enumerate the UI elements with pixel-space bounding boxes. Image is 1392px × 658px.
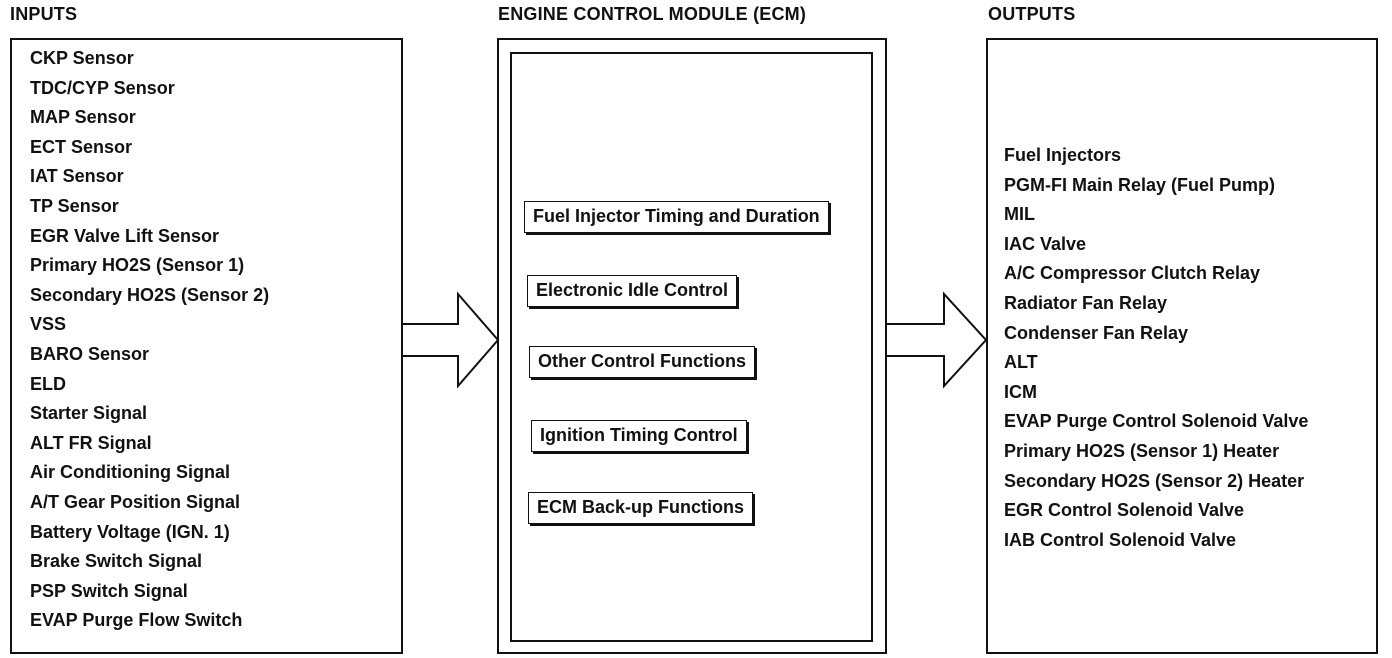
output-item: Radiator Fan Relay <box>1004 292 1168 313</box>
input-item: BARO Sensor <box>30 343 150 364</box>
outputs-heading: OUTPUTS <box>988 4 1076 24</box>
input-item: Brake Switch Signal <box>30 551 203 572</box>
output-item: Fuel Injectors <box>1004 145 1122 165</box>
output-item: ICM <box>1004 381 1037 402</box>
input-arrow-icon <box>401 291 500 389</box>
inputs-heading: INPUTS <box>10 4 78 24</box>
input-item: ALT FR Signal <box>30 432 152 453</box>
output-item: Primary HO2S (Sensor 1) Heater <box>1004 440 1280 461</box>
input-item: Battery Voltage (IGN. 1) <box>30 521 230 542</box>
output-item: A/C Compressor Clutch Relay <box>1004 263 1261 284</box>
output-item: PGM-FI Main Relay (Fuel Pump) <box>1004 174 1276 195</box>
outputs-list: Fuel Injectors PGM-FI Main Relay (Fuel P… <box>1004 141 1308 555</box>
ecm-function-backup: ECM Back-up Functions <box>528 492 754 524</box>
input-item: Secondary HO2S (Sensor 2) <box>30 284 270 305</box>
output-item: MIL <box>1004 204 1035 225</box>
input-item: Primary HO2S (Sensor 1) <box>30 255 245 276</box>
output-item: IAB Control Solenoid Valve <box>1004 529 1237 550</box>
input-item: VSS <box>30 314 67 335</box>
input-item: EVAP Purge Flow Switch <box>30 610 243 631</box>
outputs-box <box>986 38 1378 654</box>
input-item: Starter Signal <box>30 403 148 424</box>
ecm-heading: ENGINE CONTROL MODULE (ECM) <box>498 4 807 24</box>
input-item: CKP Sensor <box>30 48 134 68</box>
ecm-function-fuel-injector: Fuel Injector Timing and Duration <box>524 201 829 233</box>
output-item: IAC Valve <box>1004 233 1087 254</box>
inputs-list: CKP Sensor TDC/CYP Sensor MAP Sensor ECT… <box>30 44 269 636</box>
output-item: Secondary HO2S (Sensor 2) Heater <box>1004 470 1305 491</box>
ecm-function-other: Other Control Functions <box>529 346 755 378</box>
ecm-inner-box <box>510 52 873 642</box>
input-item: A/T Gear Position Signal <box>30 491 241 512</box>
output-item: ALT <box>1004 352 1038 373</box>
ecm-function-ignition-timing: Ignition Timing Control <box>531 420 747 452</box>
input-item: ECT Sensor <box>30 136 133 157</box>
input-item: TDC/CYP Sensor <box>30 77 175 98</box>
input-item: ELD <box>30 373 66 394</box>
ecm-function-idle-control: Electronic Idle Control <box>527 275 738 307</box>
output-item: EVAP Purge Control Solenoid Valve <box>1004 411 1309 432</box>
input-item: EGR Valve Lift Sensor <box>30 225 220 246</box>
input-item: TP Sensor <box>30 195 119 216</box>
input-item: Air Conditioning Signal <box>30 462 230 483</box>
output-item: Condenser Fan Relay <box>1004 322 1189 343</box>
input-item: IAT Sensor <box>30 166 124 187</box>
input-item: PSP Switch Signal <box>30 580 188 601</box>
output-item: EGR Control Solenoid Valve <box>1004 500 1245 521</box>
output-arrow-icon <box>885 291 988 389</box>
input-item: MAP Sensor <box>30 107 136 128</box>
